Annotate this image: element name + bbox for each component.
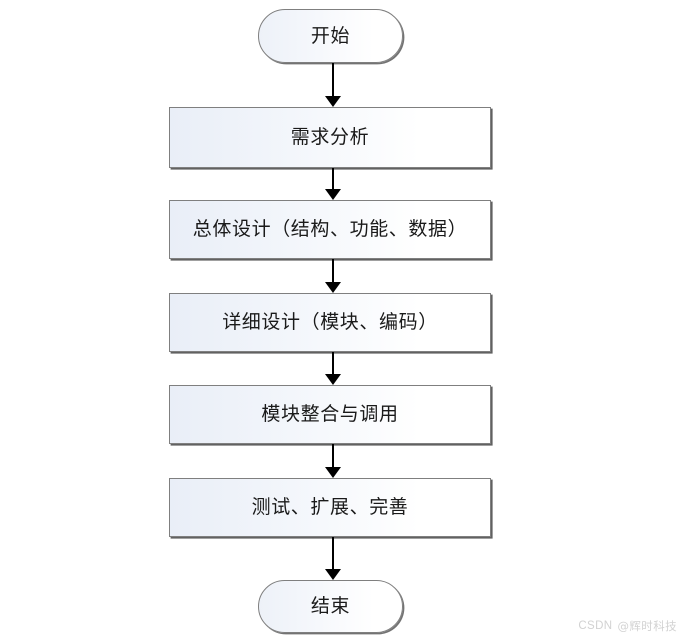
flow-node-detailed-design[interactable]: 详细设计（模块、编码） (169, 293, 491, 352)
flow-node-end[interactable]: 结束 (258, 580, 403, 633)
flow-node-testing-extension-refinement[interactable]: 测试、扩展、完善 (169, 478, 491, 537)
flow-connector-step-5-to-end (322, 537, 344, 580)
arrowhead-down-icon (325, 467, 341, 478)
flow-node-testing-extension-refinement-label: 测试、扩展、完善 (251, 496, 409, 518)
flow-connector-step-4-to-step-5 (322, 444, 344, 478)
flow-node-overall-design[interactable]: 总体设计（结构、功能、数据） (169, 200, 491, 259)
flow-node-start[interactable]: 开始 (258, 9, 403, 63)
arrowhead-down-icon (325, 96, 341, 107)
connector-line (332, 63, 334, 96)
watermark-author: @辉时科技 (617, 619, 677, 633)
flow-node-detailed-design-label: 详细设计（模块、编码） (222, 311, 438, 333)
watermark: CSDN @辉时科技 (578, 618, 677, 634)
connector-line (332, 259, 334, 282)
connector-line (332, 352, 334, 374)
flow-node-module-integration[interactable]: 模块整合与调用 (169, 385, 491, 444)
flow-node-module-integration-label: 模块整合与调用 (261, 403, 399, 425)
flow-node-end-label: 结束 (310, 595, 351, 617)
arrowhead-down-icon (325, 282, 341, 293)
flow-node-requirements-analysis[interactable]: 需求分析 (169, 107, 491, 168)
watermark-brand: CSDN (578, 620, 613, 632)
connector-line (332, 168, 334, 189)
arrowhead-down-icon (325, 189, 341, 200)
connector-line (332, 537, 334, 569)
flow-connector-step-3-to-step-4 (322, 352, 344, 385)
flow-connector-step-1-to-step-2 (322, 168, 344, 200)
arrowhead-down-icon (325, 374, 341, 385)
flow-node-start-label: 开始 (310, 24, 351, 47)
arrowhead-down-icon (325, 569, 341, 580)
connector-line (332, 444, 334, 467)
flow-connector-start-to-step-1 (322, 63, 344, 107)
flow-node-overall-design-label: 总体设计（结构、功能、数据） (192, 218, 468, 240)
flow-node-requirements-analysis-label: 需求分析 (290, 126, 370, 148)
flow-connector-step-2-to-step-3 (322, 259, 344, 293)
